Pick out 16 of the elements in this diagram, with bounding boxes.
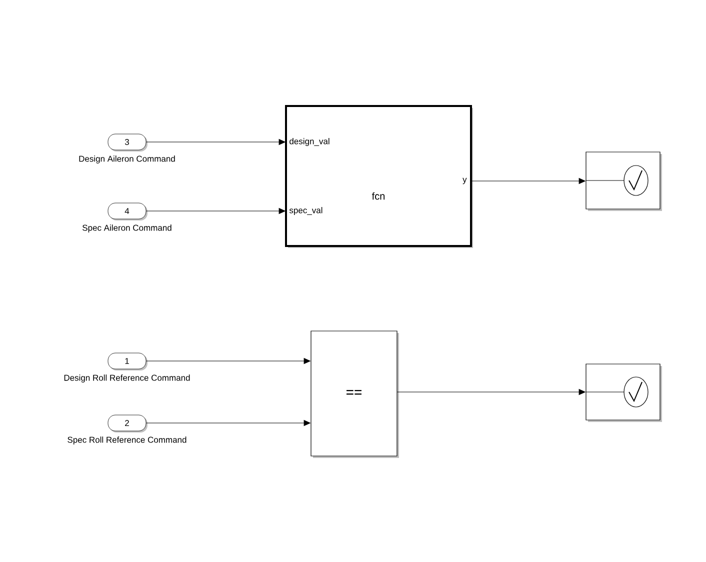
inport-block: 3: [108, 134, 148, 152]
port-label: Design Aileron Command: [79, 156, 175, 164]
assertion-block: [586, 152, 662, 211]
port-label: Design Roll Reference Command: [64, 374, 190, 382]
inport-block: 2: [108, 414, 148, 432]
port-label: Spec Aileron Command: [82, 224, 172, 232]
block-label: fcn: [372, 192, 385, 200]
port-label: design_val: [290, 138, 330, 146]
function-block: [285, 105, 473, 248]
assertion-block: [586, 364, 662, 422]
inport-block: 4: [108, 202, 148, 220]
port-label: spec_val: [289, 207, 322, 215]
inport-block: 1: [108, 352, 148, 370]
relational-operator-block: ==: [310, 330, 399, 458]
port-label: y: [462, 178, 467, 184]
port-label: Spec Roll Reference Command: [68, 436, 186, 444]
